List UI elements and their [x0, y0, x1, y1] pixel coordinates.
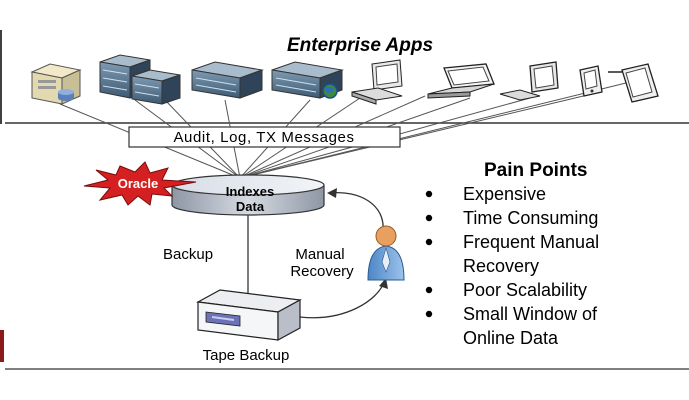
- pain-point-bullet: [425, 310, 433, 318]
- tape-backup-label: Tape Backup: [203, 347, 290, 364]
- pain-point-item: Small Window of: [463, 304, 598, 324]
- messages-box: [128, 126, 401, 148]
- recovery-arrow-to-person: [299, 281, 385, 319]
- server-rack-icon: [131, 69, 181, 105]
- pain-point-bullet: [425, 286, 433, 294]
- pain-point-item: Frequent Manual: [463, 232, 599, 252]
- tablet-icon: [499, 61, 559, 101]
- pain-points-title: Pain Points: [484, 160, 587, 181]
- left-accent-bar: [0, 330, 4, 362]
- pain-point-item: Online Data: [463, 328, 559, 348]
- recovery-arrowhead-db: [327, 188, 337, 198]
- pain-point-bullet: [425, 190, 433, 198]
- pain-point-item: Recovery: [463, 256, 539, 276]
- tape-drive-icon: [196, 289, 302, 342]
- pain-point-item: Time Consuming: [463, 208, 598, 228]
- pain-point-item: Expensive: [463, 184, 546, 204]
- server-globe-icon: [271, 61, 344, 99]
- database-label-line1: Indexes: [226, 184, 274, 199]
- laptop-icon: [427, 63, 495, 99]
- messages-box-label: Audit, Log, TX Messages: [173, 129, 354, 146]
- pain-point-bullet: [425, 238, 433, 246]
- database-label-line2: Data: [236, 199, 265, 214]
- oracle-burst-icon: [83, 161, 197, 206]
- oracle-label: Oracle: [118, 176, 158, 191]
- user-icon: [367, 225, 405, 281]
- manual-recovery-line2: Recovery: [290, 263, 354, 280]
- pain-point-item: Poor Scalability: [463, 280, 587, 300]
- recovery-arrowhead-person: [379, 278, 388, 289]
- diagram-title: Enterprise Apps: [287, 35, 433, 56]
- pain-point-bullet: [425, 214, 433, 222]
- backup-label: Backup: [163, 246, 213, 263]
- recovery-arrow-to-db: [329, 191, 384, 231]
- server-rack-icon: [191, 61, 264, 99]
- desktop-pc-icon: [351, 59, 403, 105]
- server-tower-icon: [30, 63, 82, 105]
- database-icon: [171, 174, 325, 216]
- pda-icon: [608, 63, 659, 103]
- pda-icon: [579, 65, 603, 97]
- manual-recovery-line1: Manual: [295, 246, 344, 263]
